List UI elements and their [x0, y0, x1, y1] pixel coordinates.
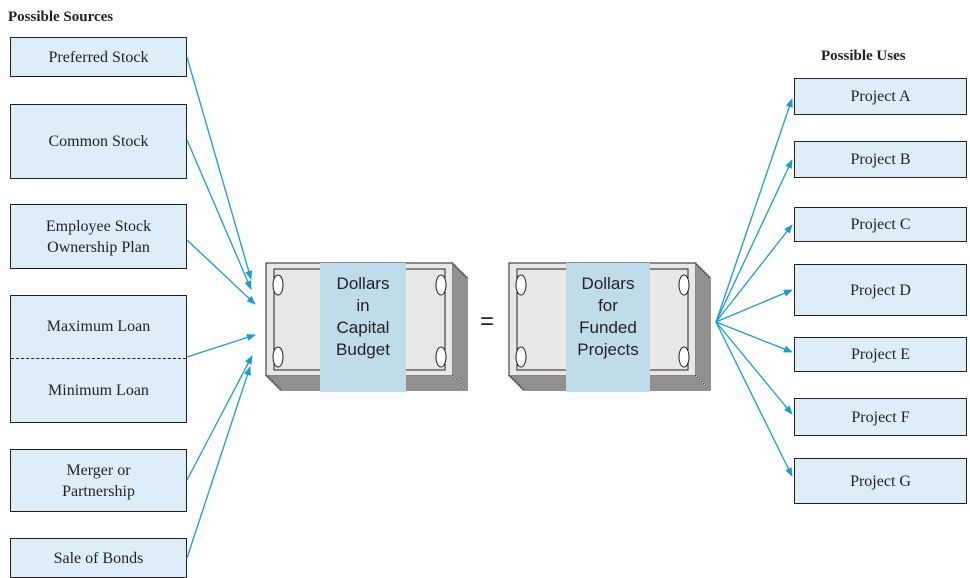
arrow-project-a: [715, 98, 793, 323]
use-label: Project F: [851, 408, 910, 426]
use-label: Project C: [850, 216, 911, 233]
use-box-project-d: Project D: [794, 264, 967, 316]
use-label: Project E: [850, 346, 911, 363]
arrow-project-b: [715, 159, 793, 323]
maximum-loan-cell: Maximum Loan: [11, 296, 186, 358]
source-box-merger-or-partnership: Merger or Partnership: [10, 449, 187, 512]
use-box-project-e: Project E: [794, 337, 967, 372]
funded-projects-label: Dollars for Funded Projects: [577, 274, 639, 359]
possible-sources-heading: Possible Sources: [8, 9, 114, 25]
source-label: Maximum Loan: [46, 318, 151, 335]
use-box-project-g: Project G: [794, 458, 967, 504]
arrow-preferred-stock: [186, 56, 253, 280]
use-box-project-c: Project C: [794, 207, 967, 242]
use-label: Project B: [850, 151, 911, 168]
possible-uses-heading: Possible Uses: [821, 48, 906, 64]
source-label: Merger or Partnership: [62, 461, 135, 500]
funded-projects-bill-stack: [508, 262, 711, 392]
arrow-project-e: [715, 321, 793, 353]
source-label: Sale of Bonds: [53, 549, 144, 567]
arrow-employee-stock-ownership-plan: [186, 239, 256, 305]
loan-divider: [11, 358, 186, 359]
use-label: Project D: [850, 281, 911, 299]
capital-budget-label: Dollars in Capital Budget: [336, 274, 390, 359]
arrow-project-c: [715, 224, 793, 323]
source-box-common-stock: Common Stock: [10, 104, 187, 179]
source-box-loan: Maximum Loan Minimum Loan: [10, 295, 187, 423]
equals-sign: =: [480, 308, 495, 335]
source-label: Common Stock: [48, 133, 149, 150]
arrow-merger-or-partnership: [186, 355, 253, 481]
arrow-maximum-loan: [186, 334, 256, 358]
arrow-project-d: [715, 289, 793, 323]
use-label: Project A: [850, 88, 911, 105]
source-label: Employee Stock Ownership Plan: [45, 217, 152, 256]
arrow-sale-of-bonds: [186, 366, 251, 559]
source-box-employee-stock-ownership-plan: Employee Stock Ownership Plan: [10, 204, 187, 269]
arrow-project-g: [715, 321, 793, 477]
source-arrows: [186, 56, 256, 559]
source-label: Minimum Loan: [48, 381, 149, 399]
source-label: Preferred Stock: [48, 48, 149, 66]
use-box-project-f: Project F: [794, 398, 967, 436]
arrow-project-f: [715, 321, 793, 415]
use-box-project-a: Project A: [794, 78, 967, 115]
source-box-preferred-stock: Preferred Stock: [10, 37, 187, 77]
use-label: Project G: [850, 472, 911, 490]
use-arrows: [715, 98, 793, 477]
use-box-project-b: Project B: [794, 141, 967, 178]
capital-budget-bill-stack: [265, 262, 468, 392]
minimum-loan-cell: Minimum Loan: [11, 359, 186, 422]
arrow-common-stock: [186, 139, 252, 290]
